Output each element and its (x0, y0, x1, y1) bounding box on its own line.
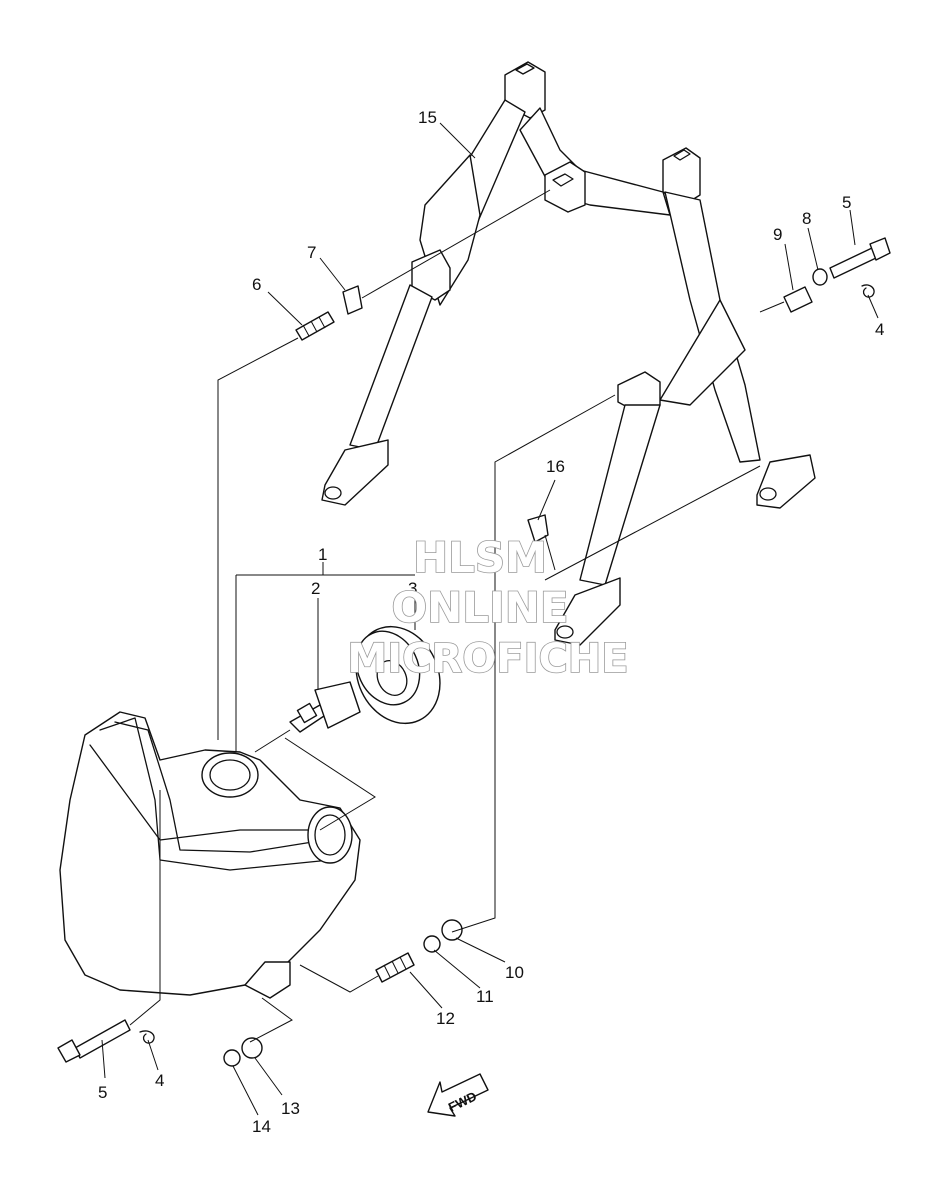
watermark-line-2: ONLINE (391, 583, 568, 632)
part-6-spring[interactable] (295, 311, 335, 341)
callout-2: 2 (311, 579, 320, 598)
callout-1: 1 (318, 545, 327, 564)
part-13-nut[interactable] (241, 1037, 263, 1059)
headlight-stay-bracket[interactable] (321, 61, 816, 646)
part-8-washer[interactable] (812, 268, 828, 286)
callout-4-lower: 4 (155, 1071, 164, 1090)
callout-13: 13 (281, 1099, 300, 1118)
forward-direction-arrow: FWD (427, 1073, 489, 1117)
part-5-bolt-upper[interactable] (829, 237, 891, 279)
part-5-bolt-lower[interactable] (57, 1019, 131, 1063)
callout-labels: 1 2 3 15 7 6 9 8 5 4 16 10 11 12 13 14 5… (98, 108, 884, 1136)
headlight-assembly[interactable] (59, 711, 361, 999)
watermark: HLSM ONLINE MICROFICHE (347, 532, 630, 683)
callout-5-lower: 5 (98, 1083, 107, 1102)
callout-12: 12 (436, 1009, 455, 1028)
callout-11: 11 (476, 987, 494, 1006)
watermark-line-1: HLSM (413, 533, 547, 582)
headlight-bulb[interactable] (289, 681, 361, 733)
part-4-pin-lower[interactable] (139, 1030, 155, 1044)
callout-16: 16 (546, 457, 565, 476)
part-9-collar[interactable] (783, 286, 813, 313)
part-14-washer[interactable] (223, 1049, 241, 1067)
part-7-collar[interactable] (342, 285, 363, 315)
callout-14: 14 (252, 1117, 271, 1136)
bulb-socket-cover[interactable] (341, 613, 456, 737)
callout-7: 7 (307, 243, 316, 262)
part-11-washer[interactable] (423, 935, 441, 953)
callout-3: 3 (408, 579, 417, 598)
callout-9: 9 (773, 225, 782, 244)
callout-10: 10 (505, 963, 524, 982)
assembly-lines (101, 122, 879, 1116)
callout-4-upper: 4 (875, 320, 884, 339)
callout-8: 8 (802, 209, 811, 228)
part-10-nut[interactable] (441, 919, 463, 941)
part-4-pin-upper[interactable] (861, 284, 875, 298)
callout-6: 6 (252, 275, 261, 294)
callout-5-upper: 5 (842, 193, 851, 212)
part-12-spring[interactable] (375, 952, 415, 983)
watermark-line-3: MICROFICHE (347, 636, 628, 682)
callout-15: 15 (418, 108, 437, 127)
